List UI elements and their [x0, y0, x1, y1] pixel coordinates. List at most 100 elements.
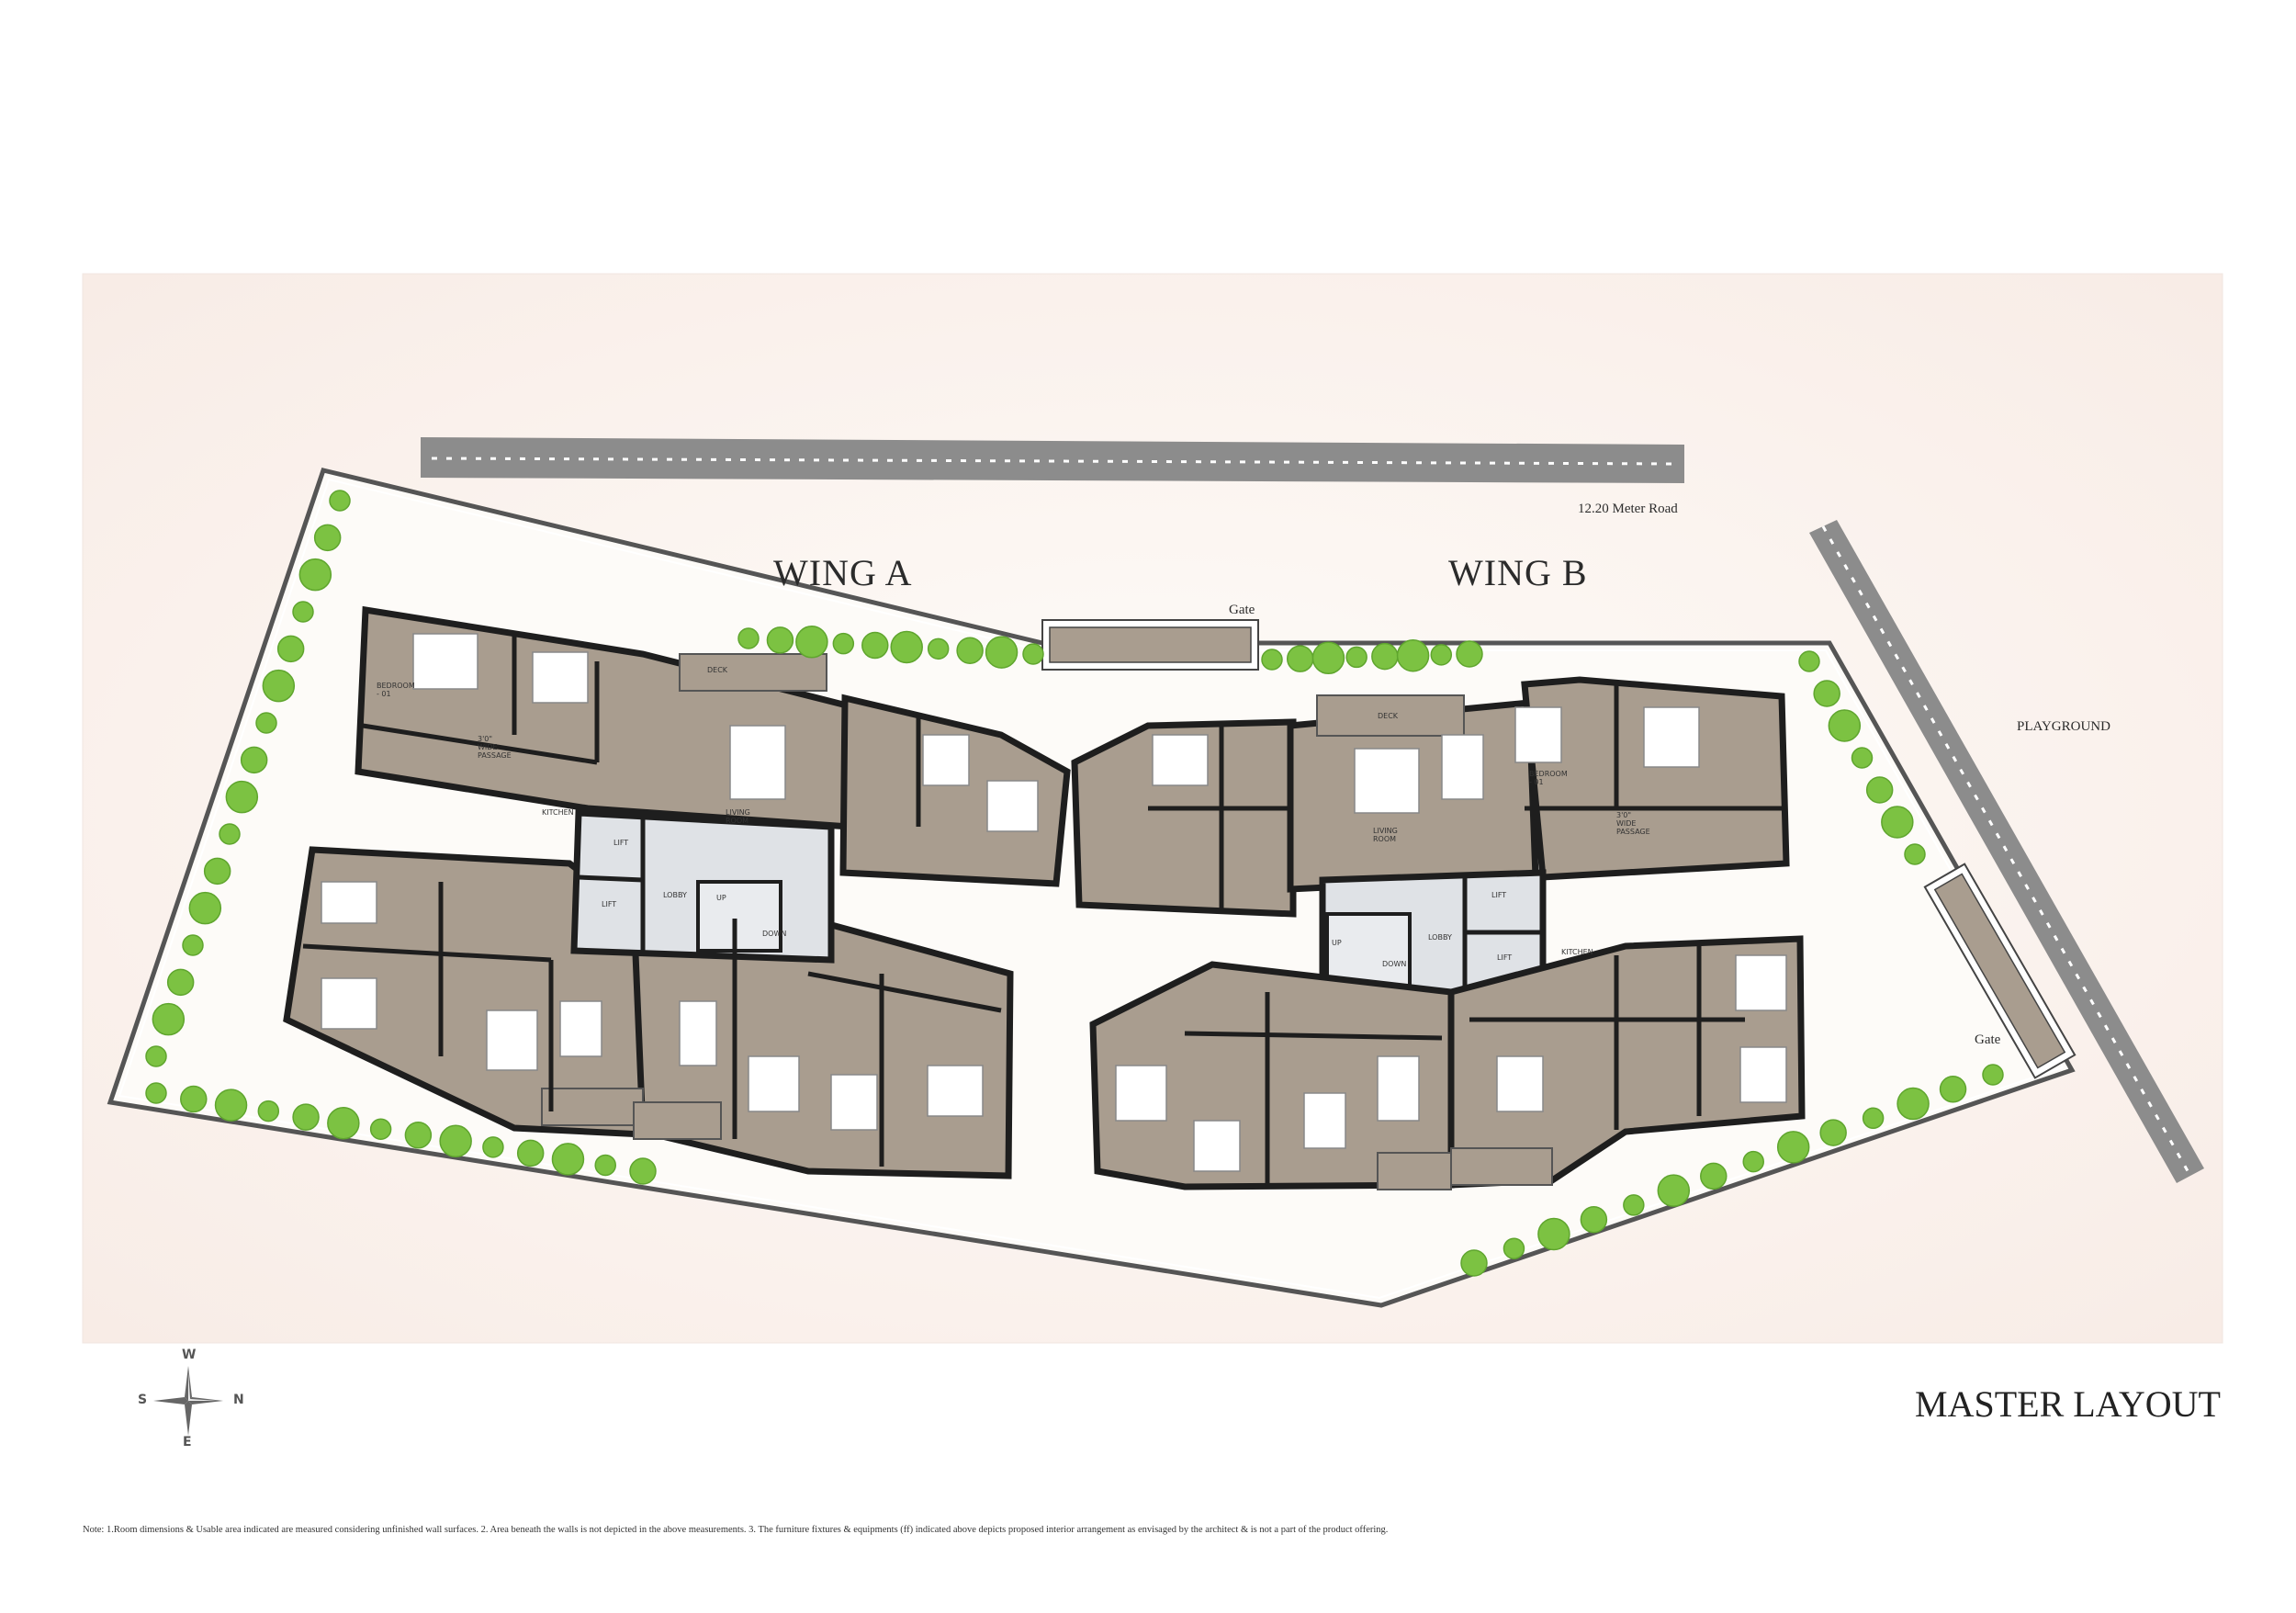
tree-icon: [629, 1157, 657, 1185]
wing-b-living-label: LIVING ROOM: [1373, 827, 1398, 843]
wing-b-unit-3: [1521, 676, 1790, 881]
tree-icon: [255, 712, 277, 734]
tree-icon: [329, 490, 351, 512]
tree-icon: [225, 780, 259, 814]
wing-b-lift-label-2: LIFT: [1497, 953, 1513, 962]
wing-a-deck-bottom-2: [633, 1101, 722, 1140]
tree-icon: [1700, 1162, 1728, 1190]
compass-e: E: [183, 1435, 192, 1449]
wing-a-unit-4: [839, 694, 1071, 887]
wing-a-kitchen-label: KITCHEN: [542, 808, 574, 817]
compass-s: S: [138, 1393, 148, 1407]
tree-icon: [145, 1045, 167, 1067]
tree-icon: [1904, 843, 1926, 865]
tree-icon: [1776, 1131, 1810, 1164]
tree-icon: [1022, 643, 1044, 665]
tree-icon: [551, 1143, 585, 1176]
tree-icon: [1456, 640, 1483, 668]
wing-b-deck-label: DECK: [1378, 712, 1399, 720]
tree-icon: [182, 934, 204, 956]
tree-icon: [927, 637, 950, 660]
wing-a-deck-top: [679, 653, 827, 692]
compass-n: N: [233, 1393, 244, 1407]
wing-a-living-label: LIVING ROOM: [726, 808, 750, 825]
tree-icon: [594, 1154, 616, 1177]
tree-icon: [1865, 776, 1894, 804]
wing-b-bedroom-label: BEDROOM - 01: [1529, 770, 1568, 786]
tree-row: [145, 490, 2004, 1277]
tree-icon: [482, 1136, 504, 1158]
tree-icon: [1819, 1119, 1847, 1146]
right-gate: [1923, 863, 2077, 1079]
wing-a-passage-label: 3'0" WIDE PASSAGE: [478, 735, 512, 760]
wing-b-kitchen-label: KITCHEN: [1561, 948, 1593, 956]
tree-icon: [737, 627, 760, 649]
wing-b-up-label: UP: [1332, 939, 1342, 947]
tree-icon: [214, 1088, 248, 1122]
tree-icon: [292, 601, 314, 623]
tree-icon: [188, 891, 222, 925]
wing-a-lift-label-2: LIFT: [602, 900, 617, 908]
page-title: MASTER LAYOUT: [1915, 1383, 2221, 1425]
tree-icon: [1813, 680, 1840, 707]
wing-b-lobby-label: LOBBY: [1428, 933, 1452, 942]
tree-icon: [1311, 641, 1345, 675]
tree-icon: [766, 626, 794, 654]
tree-icon: [292, 1103, 320, 1131]
tree-icon: [1623, 1194, 1645, 1216]
tree-icon: [1862, 1107, 1885, 1130]
tree-icon: [1798, 650, 1820, 672]
tree-icon: [219, 823, 241, 845]
wing-b-building: [1071, 676, 1806, 1190]
tree-icon: [298, 558, 332, 592]
tree-icon: [1345, 646, 1367, 669]
wing-b-deck-bottom-2: [1450, 1147, 1553, 1186]
tree-icon: [203, 857, 231, 885]
tree-icon: [152, 1002, 186, 1036]
wing-a-up-label: UP: [716, 894, 726, 902]
tree-icon: [1881, 806, 1914, 839]
wing-a-building: [283, 605, 1071, 1179]
wing-b-lift-label: LIFT: [1491, 891, 1507, 899]
compass-w: W: [182, 1348, 197, 1362]
tree-icon: [861, 631, 889, 660]
tree-icon: [262, 669, 296, 703]
tree-icon: [145, 1082, 167, 1104]
wing-a-lobby-label: LOBBY: [663, 891, 687, 899]
tree-icon: [404, 1122, 433, 1149]
tree-icon: [257, 1100, 280, 1122]
top-gate-label: Gate: [1229, 603, 1255, 617]
wing-a-down-label: DOWN: [762, 930, 787, 938]
top-road: [421, 437, 1684, 483]
tree-icon: [1657, 1174, 1691, 1207]
wing-a-deck-bottom: [541, 1088, 644, 1126]
tree-icon: [890, 630, 923, 664]
wing-b-deck-bottom: [1377, 1152, 1452, 1190]
wing-b-label: WING B: [1448, 552, 1588, 593]
wing-b-deck-top: [1316, 694, 1465, 737]
tree-icon: [240, 746, 268, 774]
wing-a-label: WING A: [773, 552, 913, 593]
tree-icon: [1396, 638, 1430, 672]
tree-icon: [1828, 709, 1862, 742]
tree-icon: [1430, 644, 1453, 666]
tree-icon: [516, 1139, 545, 1167]
tree-icon: [1261, 649, 1283, 671]
right-road: [1809, 520, 2204, 1183]
tree-icon: [313, 524, 342, 552]
wing-a-deck-label: DECK: [707, 666, 728, 674]
tree-icon: [1982, 1064, 2004, 1086]
disclaimer-note: Note: 1.Room dimensions & Usable area in…: [83, 1525, 1389, 1535]
tree-icon: [832, 632, 855, 655]
wing-b-passage-label: 3'0" WIDE PASSAGE: [1616, 811, 1650, 836]
playground-label: PLAYGROUND: [2017, 719, 2110, 734]
tree-icon: [1537, 1217, 1570, 1251]
tree-icon: [369, 1118, 392, 1140]
tree-icon: [1286, 645, 1314, 672]
wing-b-down-label: DOWN: [1382, 960, 1407, 968]
tree-icon: [276, 635, 305, 663]
right-gate-label: Gate: [1975, 1032, 2001, 1047]
tree-icon: [1503, 1237, 1525, 1259]
tree-icon: [1851, 747, 1874, 769]
